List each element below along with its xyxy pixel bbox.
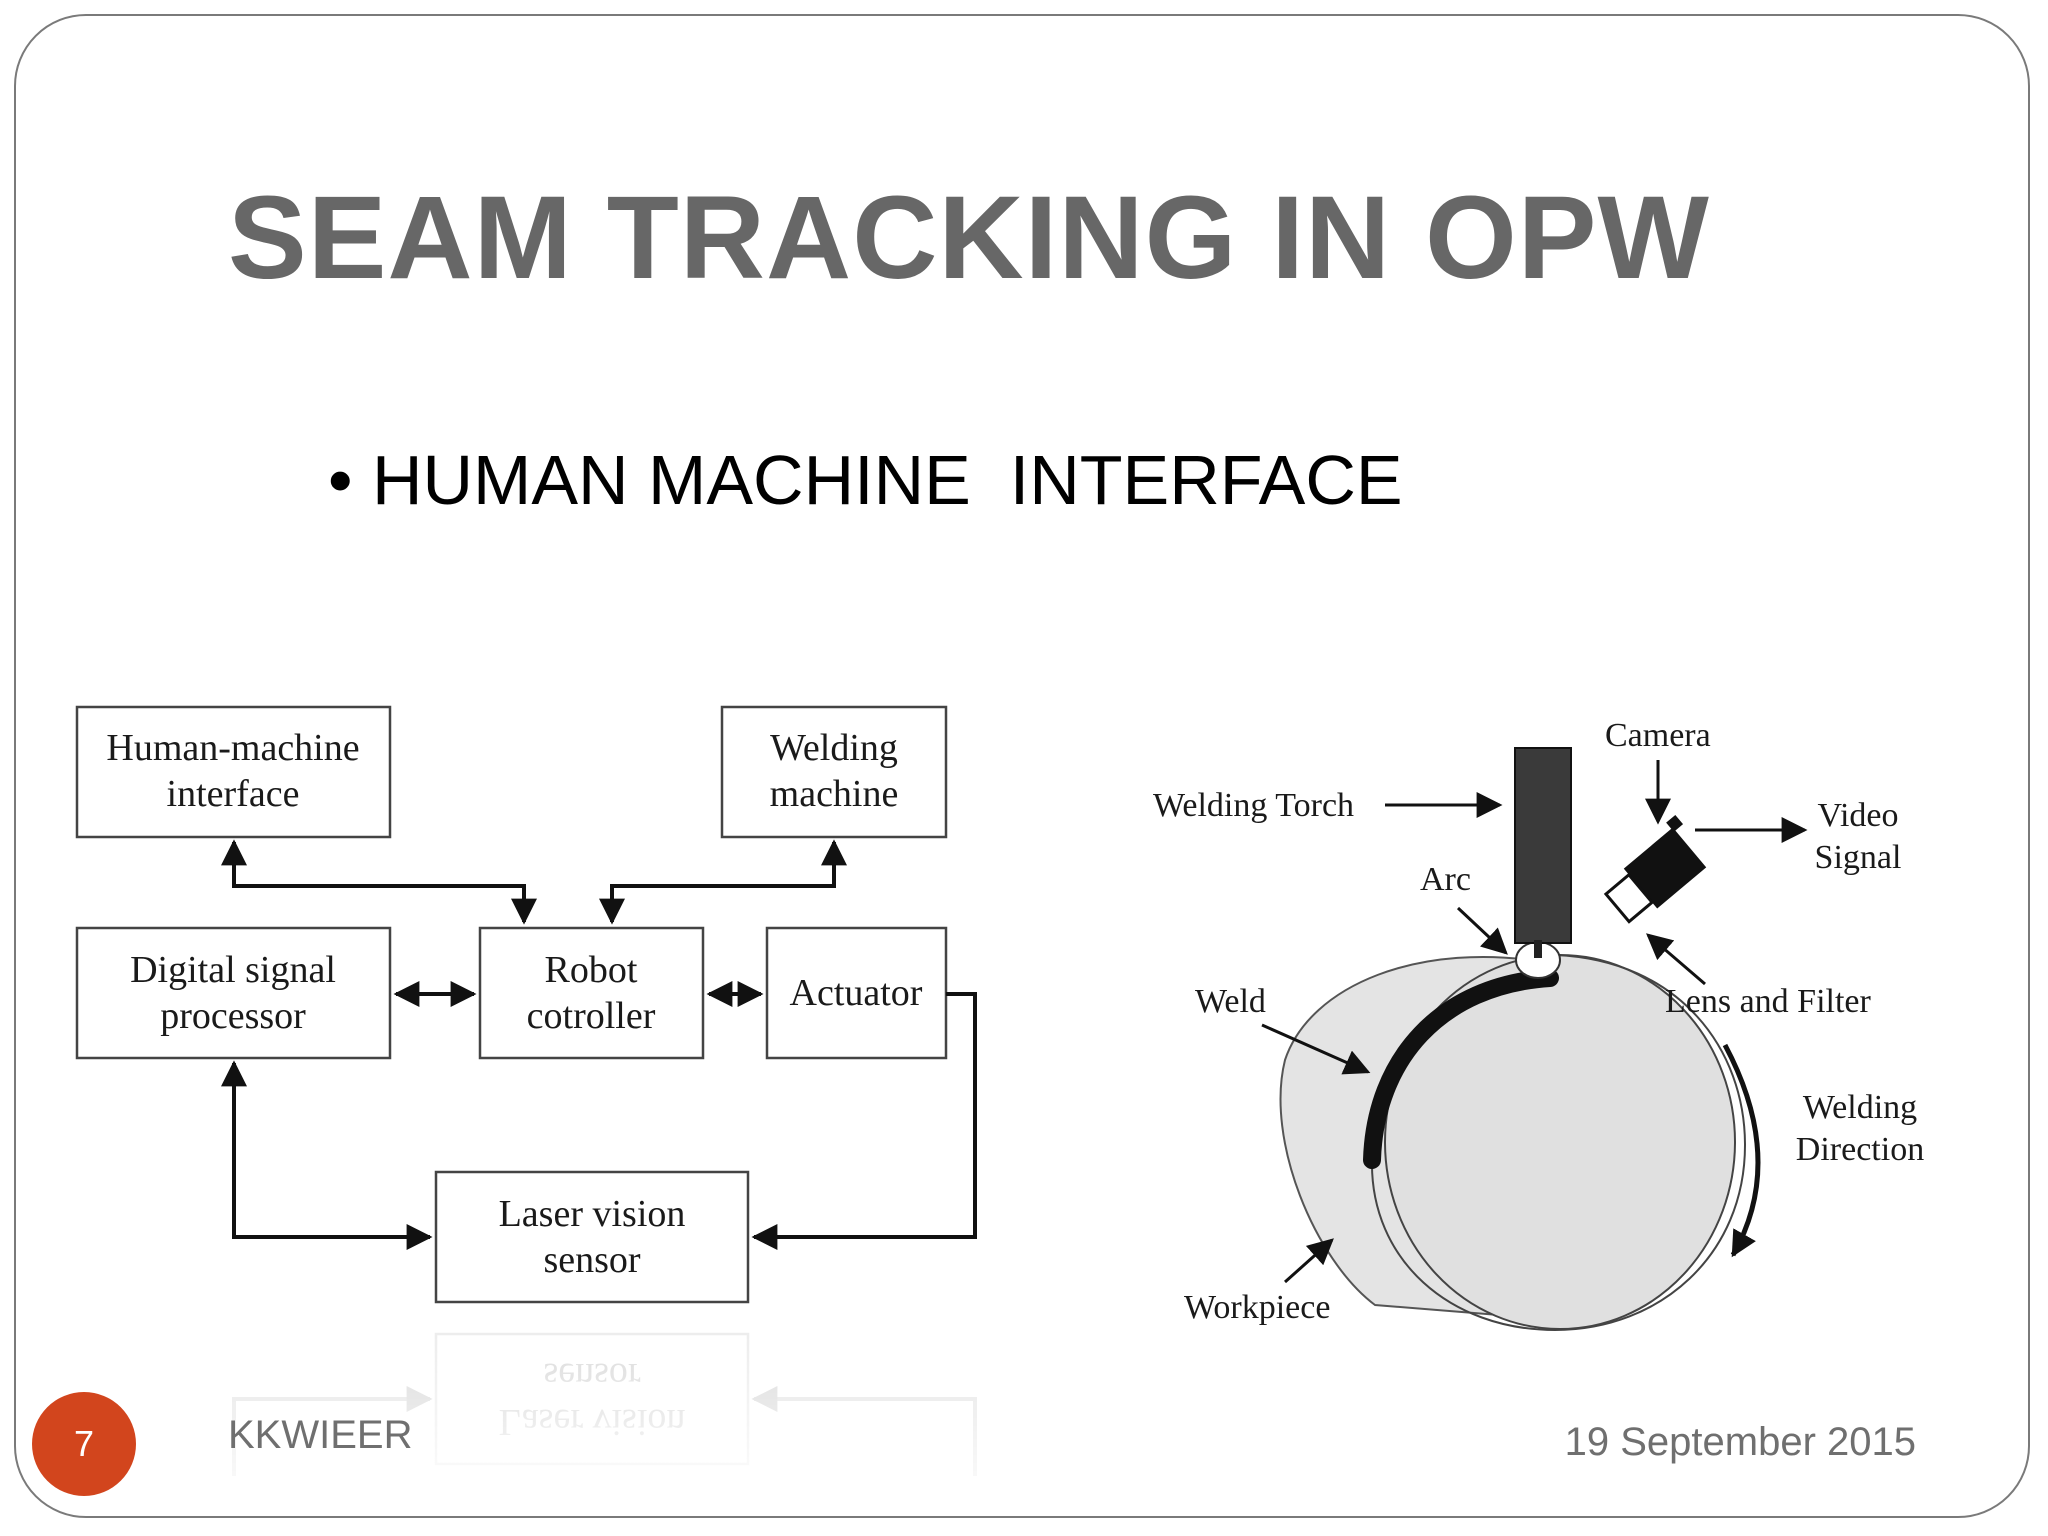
block-robot-controller [478, 926, 705, 1060]
torch-nozzle [1534, 940, 1542, 958]
pointer-weld [1261, 1023, 1371, 1075]
link-hmi-robot [221, 839, 537, 925]
block-welding-label-line1: Welding [770, 727, 898, 769]
block-hmi-label-line2: interface [167, 773, 300, 815]
block-welding-machine [720, 705, 948, 839]
block-welding-label-line2: machine [770, 773, 899, 815]
label-lens-filter: Lens and Filter [1665, 983, 1872, 1020]
block-laser-label-line2: sensor [543, 1239, 640, 1281]
reflection-fade [60, 1320, 1000, 1500]
block-dsp [75, 926, 392, 1060]
block-diagram-connectors [221, 839, 977, 1250]
label-workpiece: Workpiece [1184, 1289, 1330, 1326]
block-hmi-label-line1: Human-machine [106, 727, 359, 769]
diagram-reflection: Laser vision sensor [60, 1320, 1000, 1500]
figure-pointers [1261, 760, 1808, 1284]
camera-body [1623, 827, 1707, 909]
label-video-line1: Video [1817, 797, 1898, 834]
block-robot-label-line1: Robot [545, 949, 638, 991]
block-diagram-labels: Human-machine interface Welding machine … [106, 727, 922, 1281]
footer-date: 19 September 2015 [1564, 1420, 1916, 1464]
block-dsp-label-line1: Digital signal [130, 949, 336, 991]
block-robot-label-line2: cotroller [527, 995, 656, 1037]
label-camera: Camera [1605, 717, 1711, 754]
label-direction-line2: Direction [1796, 1131, 1924, 1168]
figure-labels: Camera Welding Torch Video Signal Arc We… [1153, 717, 1924, 1326]
welding-torch [1514, 747, 1572, 944]
direction-arrow [1722, 1043, 1761, 1258]
footer-organization: KKWIEER [228, 1413, 413, 1457]
pointer-lens [1646, 933, 1706, 986]
pointer-workpiece [1284, 1238, 1334, 1284]
slide-title: SEAM TRACKING IN OPW [228, 172, 1710, 304]
block-actuator-label: Actuator [790, 972, 923, 1014]
workpiece-rim [1370, 954, 1747, 1332]
link-welding-robot [599, 839, 847, 925]
label-arc: Arc [1420, 861, 1471, 898]
page-number-badge: 7 [32, 1392, 136, 1496]
pointer-arc [1456, 906, 1508, 955]
label-video-line2: Signal [1815, 839, 1902, 876]
camera-icon [1603, 814, 1707, 924]
camera-mount [1666, 814, 1684, 832]
block-diagram [75, 705, 948, 1304]
block-laser-sensor [434, 1170, 750, 1304]
label-weld: Weld [1195, 983, 1266, 1020]
welding-figure [1279, 747, 1761, 1332]
block-dsp-label-line2: processor [160, 995, 306, 1037]
link-actuator-laser [751, 992, 977, 1250]
label-welding-torch: Welding Torch [1153, 787, 1354, 824]
link-dsp-laser [221, 1060, 433, 1250]
weld-bead [1363, 969, 1559, 1169]
label-direction-line1: Welding [1803, 1089, 1917, 1126]
bullet-item: • HUMAN MACHINE INTERFACE [328, 441, 1403, 519]
block-laser-label-line1: Laser vision [499, 1193, 686, 1235]
camera-lens [1603, 872, 1655, 924]
block-hmi [75, 705, 392, 839]
block-actuator [765, 926, 948, 1060]
